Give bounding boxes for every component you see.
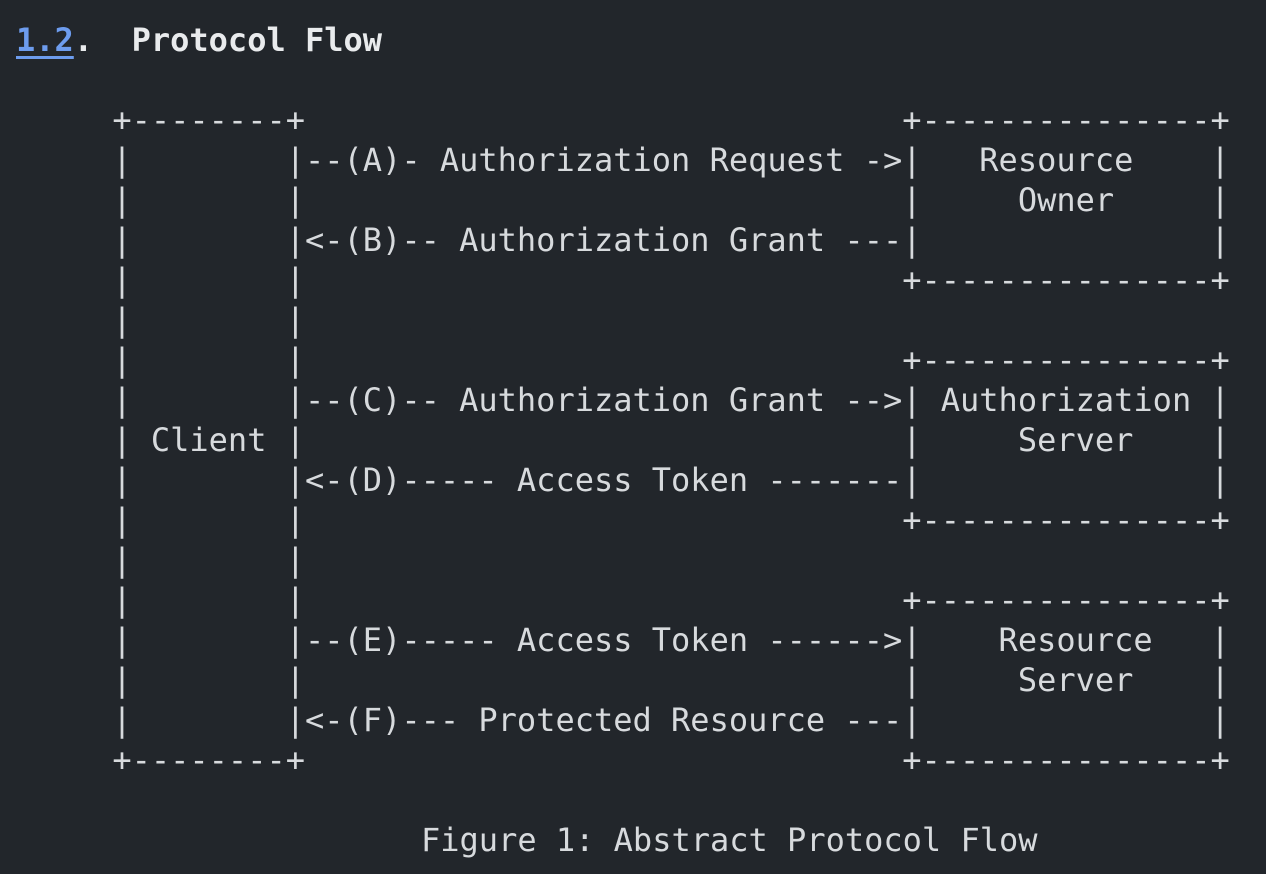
protocol-flow-ascii-diagram: +--------+ +---------------+ | |--(A)- A… [112,101,1230,779]
section-number-link[interactable]: 1.2 [16,21,74,59]
figure-caption: Figure 1: Abstract Protocol Flow [421,821,1038,859]
section-title: . Protocol Flow [73,21,383,59]
section-heading: 1.2. Protocol Flow [16,20,1266,60]
